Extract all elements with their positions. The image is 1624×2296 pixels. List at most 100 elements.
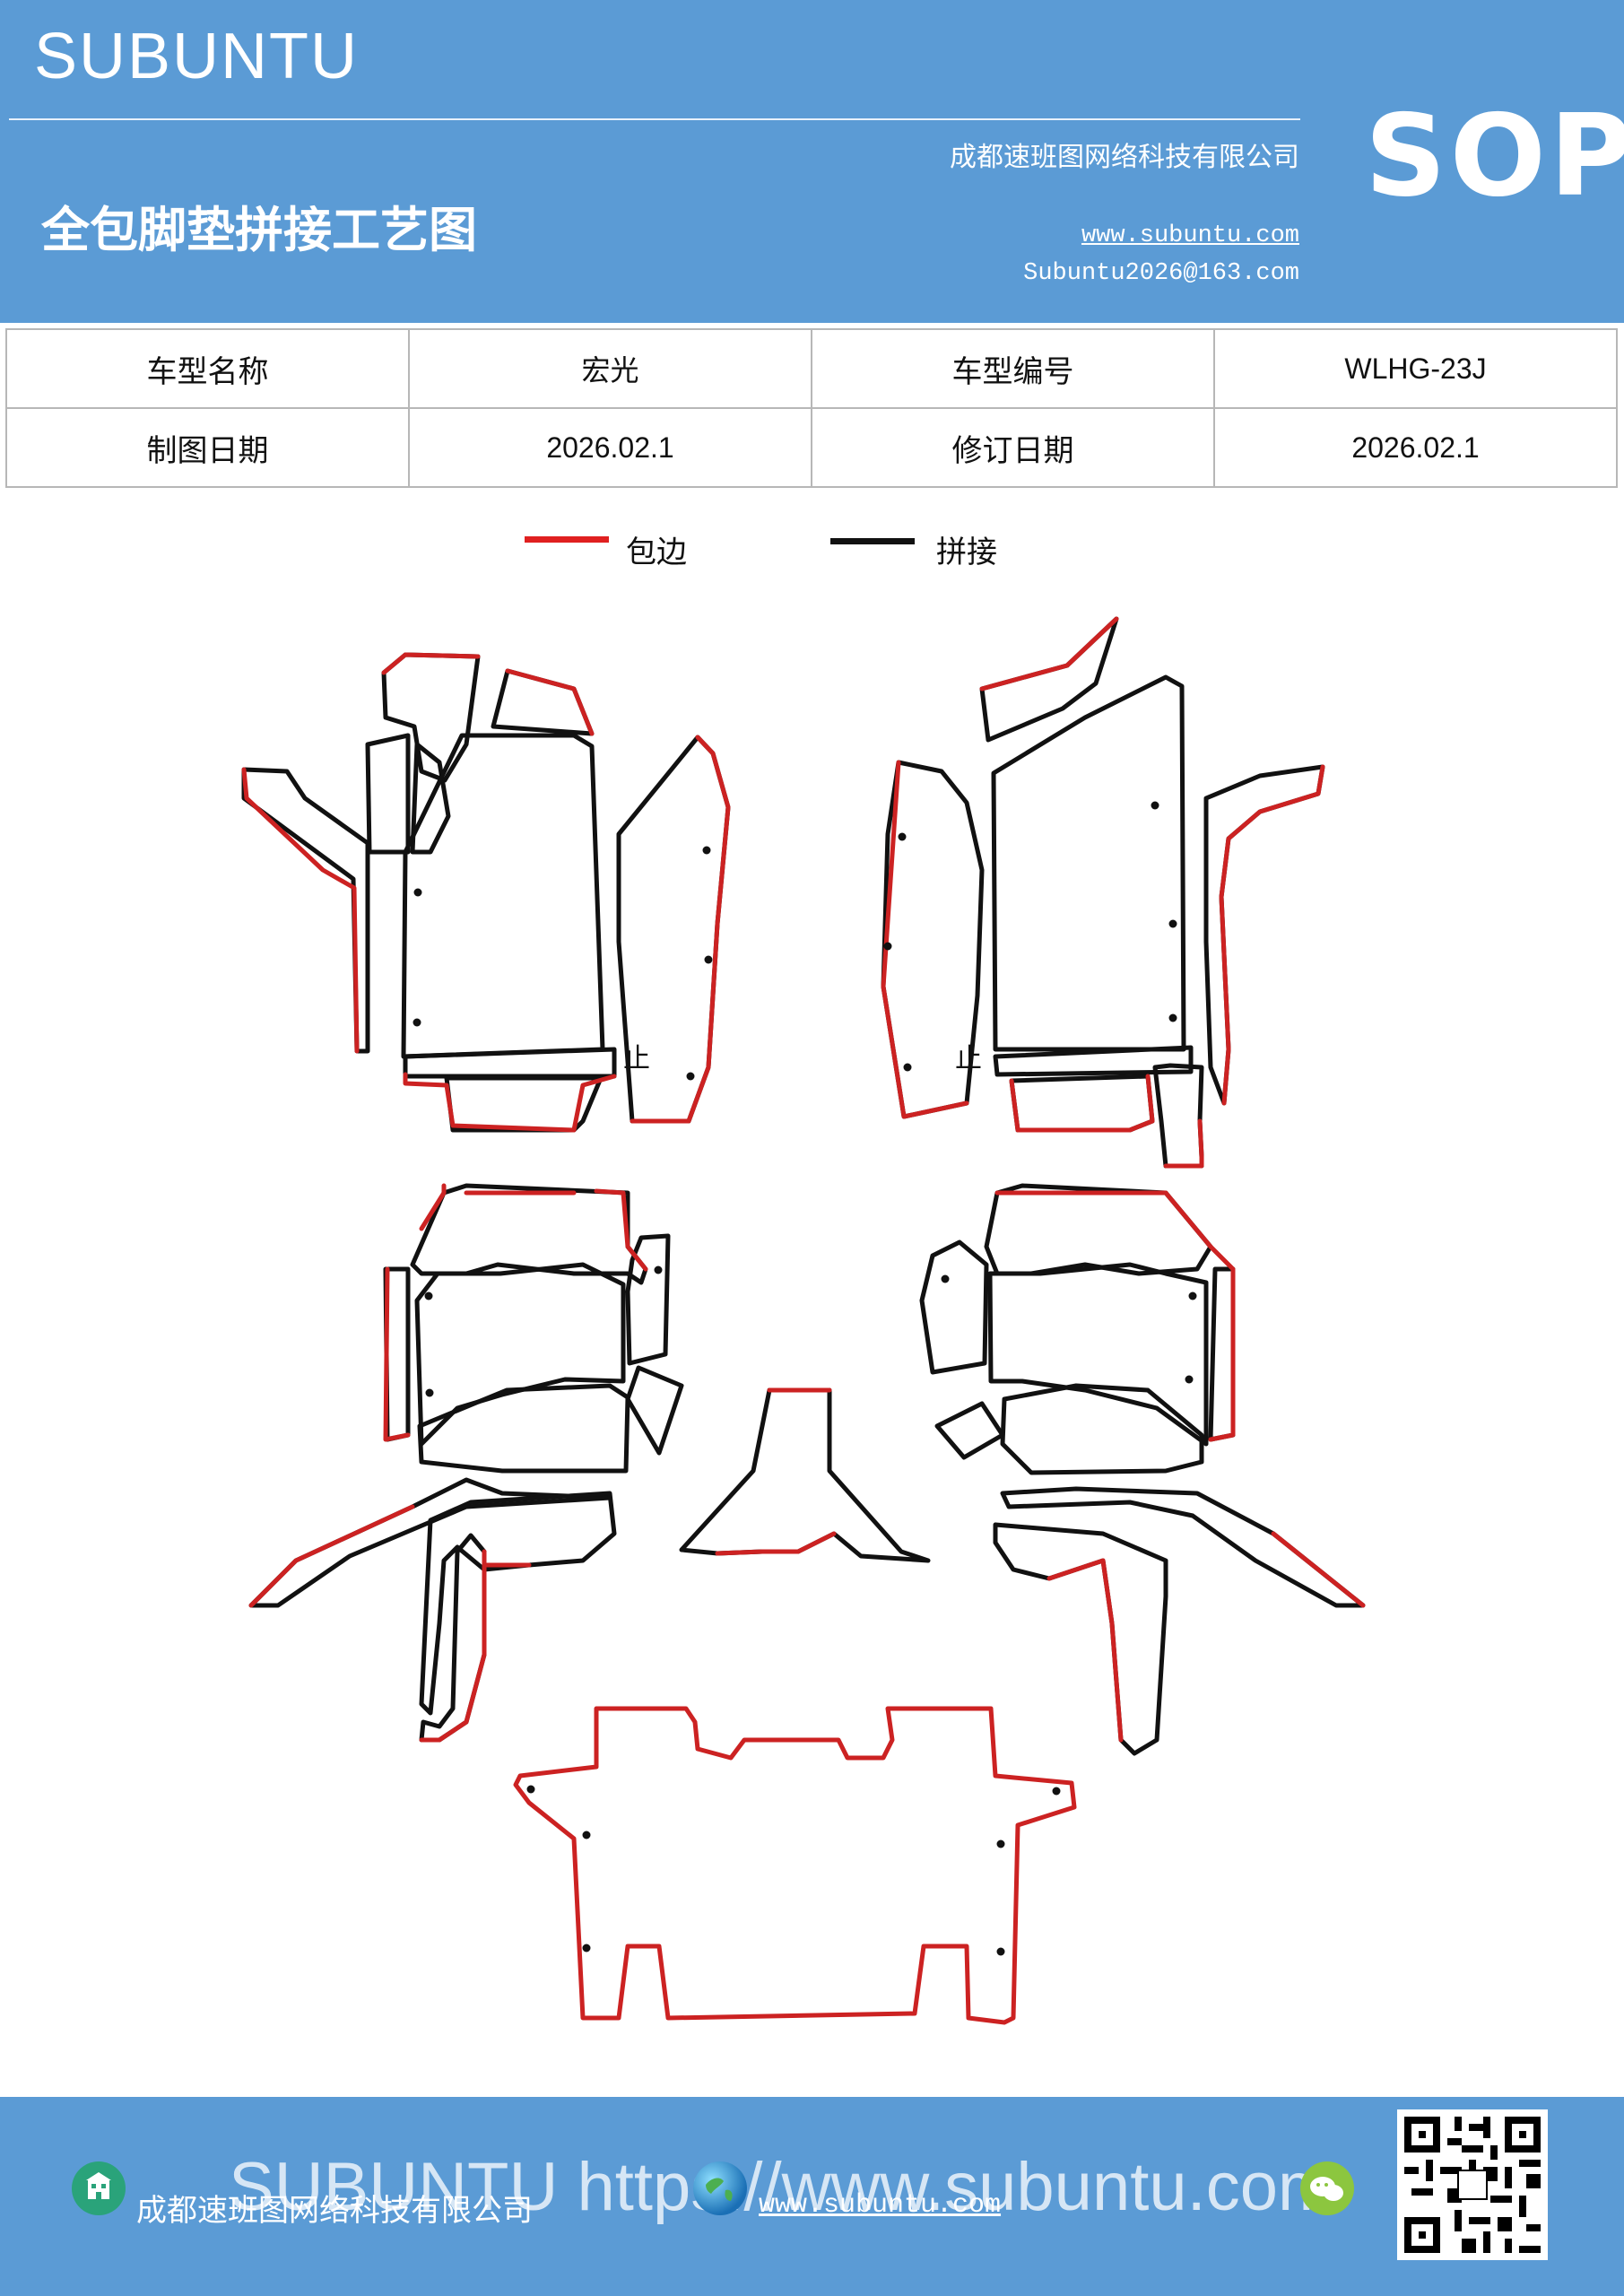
website-link[interactable]: www.subuntu.com [1081,222,1299,249]
edge-line [1100,1558,1124,1743]
edge-line [403,1072,617,1133]
mount-hole [1188,1292,1197,1300]
mount-hole [996,1947,1005,1956]
header-divider [9,118,1300,120]
edge-line [1163,1118,1204,1169]
edge-line [248,1504,415,1608]
mat-piece [401,733,605,1059]
mat-piece [1009,1074,1155,1133]
mount-hole [941,1274,950,1283]
footer-company: 成都速班图网络科技有限公司 [136,2193,533,2229]
mount-hole [413,888,422,897]
mount-hole [704,955,713,964]
mount-hole [702,846,711,855]
mat-piece [993,1522,1168,1756]
mat-piece [679,1387,931,1563]
edge-line [1009,1074,1155,1133]
mount-hole [686,1072,695,1081]
table-value: 2026.02.1 [1213,407,1618,488]
mat-piece [381,652,481,783]
edge-line [419,1549,487,1743]
document-title: 全包脚垫拼接工艺图 [41,201,477,258]
mount-hole [413,1018,421,1027]
mount-hole [898,832,907,841]
table-value: WLHG-23J [1213,328,1618,409]
header-banner: SUBUNTU 成都速班图网络科技有限公司 全包脚垫拼接工艺图 www.subu… [0,0,1624,323]
mat-piece [919,1239,989,1375]
legend-seam-swatch [830,538,915,544]
mount-hole [1168,919,1177,928]
floor-mat-diagram: 止 止 [241,616,1366,2025]
mat-piece [365,733,411,855]
table-label: 制图日期 [5,407,410,488]
mat-piece [934,1401,1005,1460]
edge-line [715,1531,837,1556]
vehicle-info-table: 车型名称 宏光 车型编号 WLHG-23J 制图日期 2026.02.1 修订日… [5,328,1618,488]
mount-hole [1185,1375,1194,1384]
company-name: 成都速班图网络科技有限公司 [950,142,1299,173]
mount-hole [1168,1013,1177,1022]
table-value: 宏光 [408,328,812,409]
edge-line [630,735,731,1124]
footer-watermark: SUBUNTU https://www.subuntu.com [229,2149,1335,2225]
email-address: Subuntu2026@163.com [1023,260,1299,287]
mat-piece [625,1365,684,1456]
edge-line [1046,1558,1106,1581]
wechat-icon [1300,2161,1354,2215]
edge-line [881,760,969,1119]
mat-piece [625,1233,671,1366]
mat-piece [1000,1383,1204,1475]
legend-seam-label: 拼接 [936,535,997,570]
mat-piece [991,674,1186,1052]
globe-icon [693,2161,747,2215]
edge-line [1163,1190,1236,1442]
table-row: 制图日期 2026.02.1 修订日期 2026.02.1 [5,407,1618,488]
edge-line [383,1266,411,1442]
mat-piece [1152,1063,1204,1169]
table-row: 车型名称 宏光 车型编号 WLHG-23J [5,328,1618,409]
sop-badge: SOP [1365,90,1624,222]
stop-marker: 止 [623,1043,650,1074]
rear-mat-outline [513,1706,1077,2025]
mat-piece [1208,1266,1236,1442]
footer-website[interactable]: www.subuntu.com [759,2190,1002,2221]
mat-piece [1000,1486,1366,1608]
mount-hole [903,1063,912,1072]
mount-hole [582,1944,591,1952]
edge-line [1219,764,1325,1106]
mount-hole [424,1292,433,1300]
edge-line [594,1188,648,1272]
edge-line [419,1183,447,1231]
mat-piece [410,1183,648,1285]
footer-banner [0,2097,1624,2296]
table-label: 修订日期 [811,407,1215,488]
legend-edge-label: 包边 [626,535,687,570]
mount-hole [526,1785,535,1794]
table-value: 2026.02.1 [408,407,812,488]
mount-hole [654,1265,663,1274]
edge-line [1271,1531,1366,1608]
qr-code [1397,2109,1548,2260]
mount-hole [1151,801,1159,810]
edge-line [381,652,481,675]
table-label: 车型名称 [5,328,410,409]
edge-line [979,616,1119,691]
mat-piece [417,1383,630,1474]
edge-line [505,668,595,736]
mat-piece [419,1491,617,1716]
mount-hole [582,1831,591,1839]
stop-marker: 止 [955,1043,982,1074]
brand-name: SUBUNTU [34,21,360,92]
mat-piece [993,1045,1194,1077]
mat-piece [881,760,985,1119]
edge-line [241,767,360,1054]
mat-piece [414,1262,626,1447]
table-label: 车型编号 [811,328,1215,409]
mat-piece [984,1183,1213,1276]
mount-hole [1052,1787,1061,1796]
mount-hole [425,1388,434,1397]
mount-hole [996,1839,1005,1848]
mount-hole [883,942,892,951]
mat-piece [241,767,370,1054]
legend-edge-swatch [525,536,609,543]
